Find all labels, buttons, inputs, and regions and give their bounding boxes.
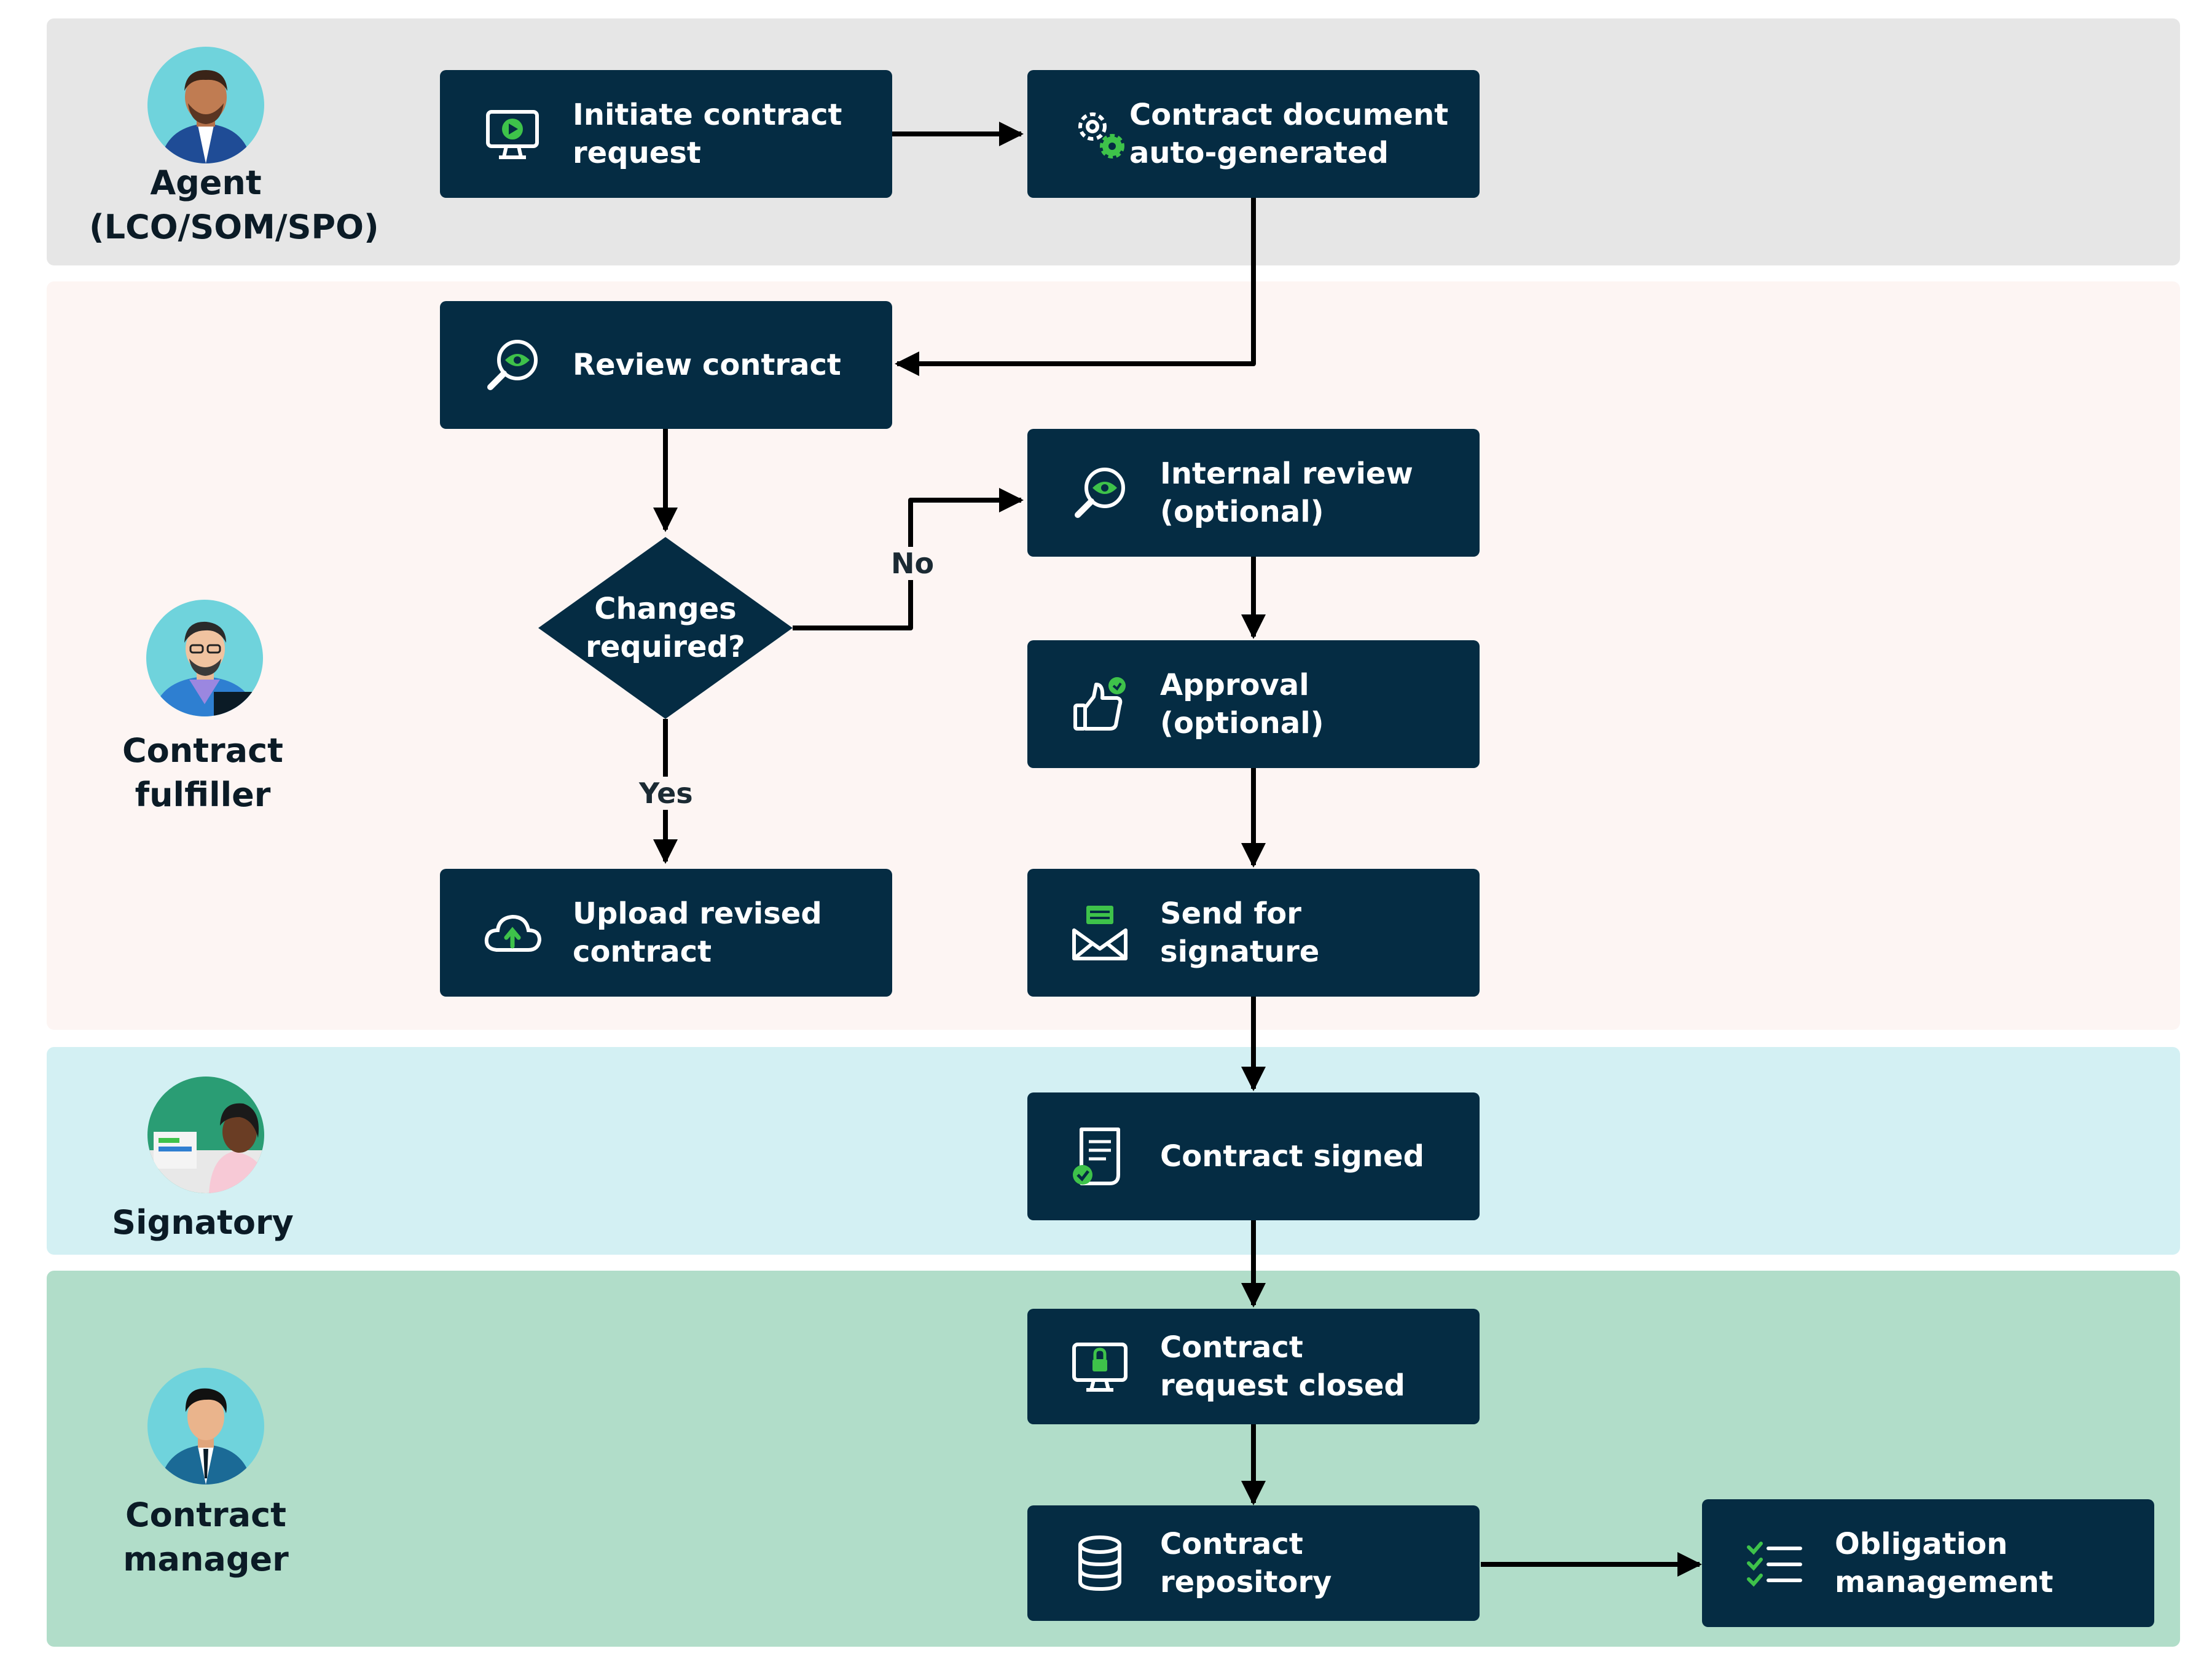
cloud-upload-icon: [484, 914, 542, 952]
monitor-play-icon: [486, 110, 539, 159]
node-contract-signed[interactable]: Contract signed: [1027, 1092, 1480, 1220]
magnifier-eye-icon: [487, 340, 538, 390]
database-icon: [1078, 1535, 1121, 1591]
decision-diamond: [538, 537, 793, 719]
checklist-icon: [1747, 1542, 1802, 1587]
envelope-icon: [1072, 906, 1128, 960]
thumbs-up-icon: [1073, 677, 1126, 731]
magnifier-eye-icon: [1075, 468, 1125, 518]
node-internal-review[interactable]: Internal review(optional): [1027, 429, 1480, 557]
signatory-avatar: [147, 1077, 264, 1193]
node-review-contract[interactable]: Review contract: [440, 301, 892, 429]
edge-autogen-to-review: [895, 198, 1256, 376]
node-approval[interactable]: Approval(optional): [1027, 640, 1480, 768]
fulfiller-avatar: [146, 600, 263, 716]
lane-label-signatory: Signatory: [112, 1203, 294, 1242]
gears-icon: [1078, 112, 1124, 159]
signed-document-icon: [1073, 1128, 1120, 1185]
agent-avatar: [147, 47, 264, 163]
monitor-lock-icon: [1072, 1343, 1128, 1392]
edge-label-yes: Yes: [635, 777, 697, 810]
edge-label-no: No: [887, 547, 938, 580]
manager-avatar: [147, 1368, 264, 1484]
